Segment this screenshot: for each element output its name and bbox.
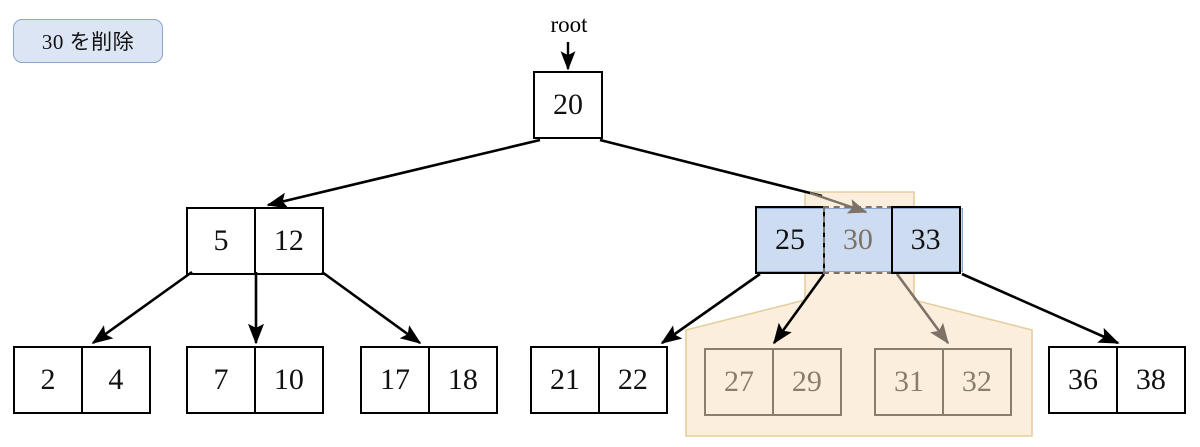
edge-root-to-right-tip [809,191,868,214]
edge-left-to-leaf1 [91,270,193,345]
key-cell: 10 [253,346,324,414]
root-label: root [550,12,588,37]
node-leaf-3[interactable]: 17 18 [360,346,498,414]
node-leaf-4[interactable]: 21 22 [530,346,668,414]
node-leaf-7[interactable]: 36 38 [1048,346,1186,414]
key-cell: 31 [874,348,944,416]
key-cell: 38 [1115,346,1186,414]
node-leaf-6[interactable]: 31 32 [874,348,1012,416]
key-cell: 33 [890,206,961,274]
key-cell: 5 [186,207,256,275]
node-leaf-1[interactable]: 2 4 [13,346,151,414]
key-cell: 36 [1048,346,1118,414]
key-cell: 4 [80,346,151,414]
node-leaf-5[interactable]: 27 29 [704,348,842,416]
edge-right-to-leaf6 [895,273,950,345]
key-cell: 22 [597,346,668,414]
key-cell-target: 30 [822,206,893,274]
key-cell: 2 [13,346,83,414]
edge-root-to-left [266,138,541,209]
node-internal-left[interactable]: 5 12 [186,207,324,275]
edge-right-to-leaf7 [961,272,1120,345]
key-cell: 18 [427,346,498,414]
node-root[interactable]: 20 [533,71,603,139]
operation-badge: 30 を削除 [13,19,163,63]
key-cell: 20 [533,71,603,139]
edge-root-to-right [599,138,823,198]
key-cell: 32 [941,348,1012,416]
key-cell: 7 [186,346,256,414]
key-cell: 17 [360,346,430,414]
key-cell: 25 [755,206,825,274]
node-internal-right[interactable]: 25 30 33 [755,206,961,274]
key-cell: 27 [704,348,774,416]
edge-right-to-leaf4 [660,272,761,345]
node-leaf-2[interactable]: 7 10 [186,346,324,414]
key-cell: 21 [530,346,600,414]
edge-left-to-leaf3 [321,270,422,345]
key-cell: 29 [771,348,842,416]
edge-right-to-leaf5 [772,273,826,345]
key-cell: 12 [253,207,324,275]
